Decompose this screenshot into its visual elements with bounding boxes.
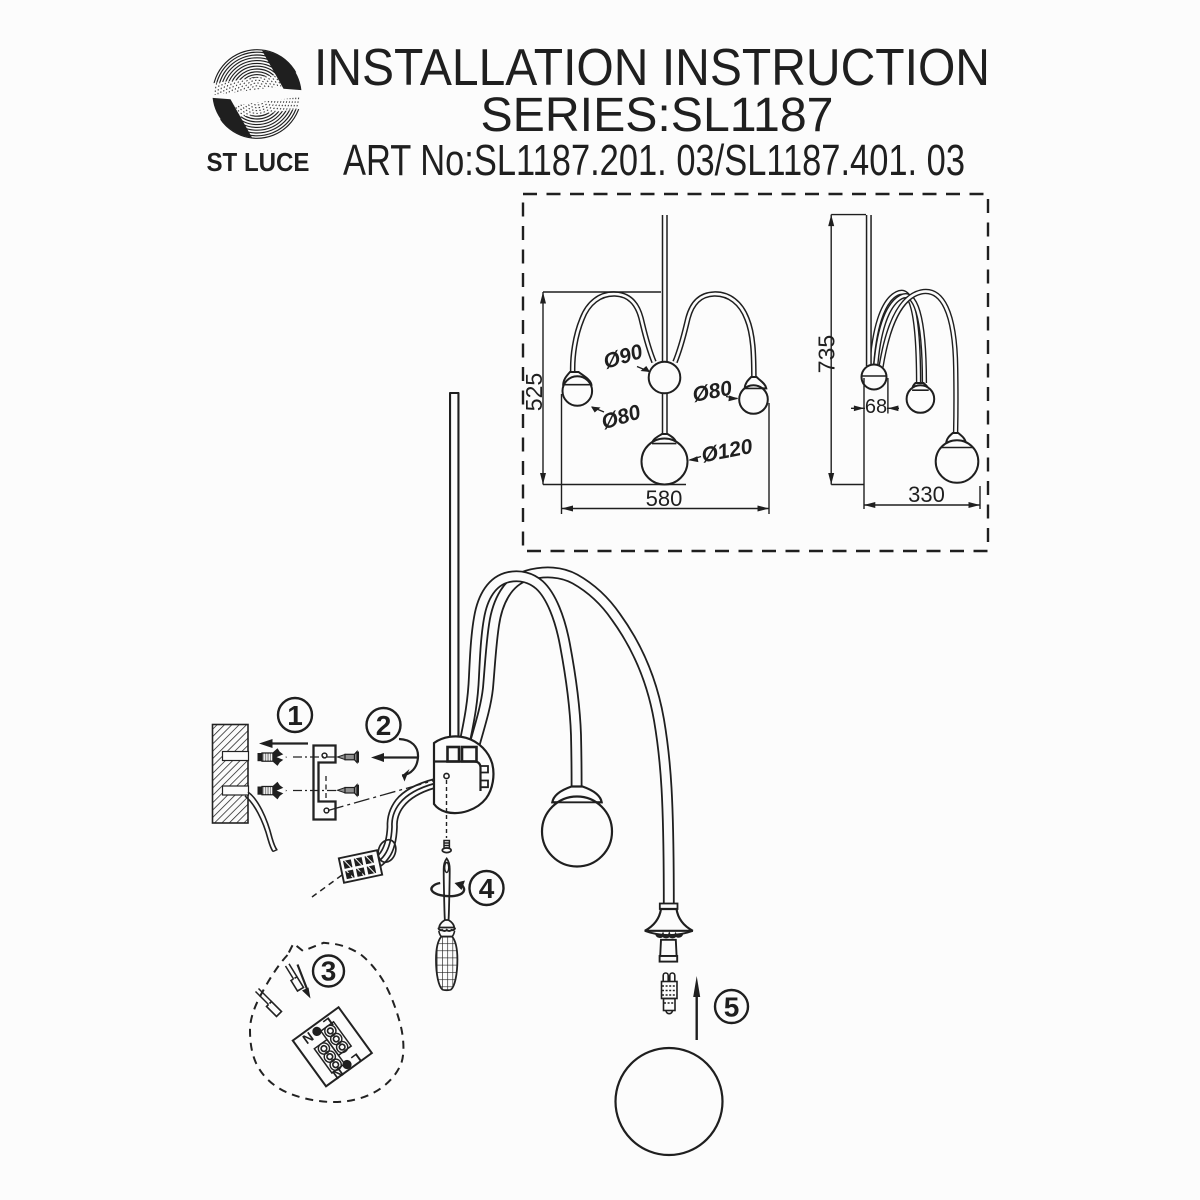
svg-text:735: 735: [814, 335, 840, 373]
svg-text:5: 5: [724, 992, 740, 1023]
svg-text:68: 68: [865, 396, 887, 418]
svg-text:INSTALLATION INSTRUCTION: INSTALLATION INSTRUCTION: [314, 39, 990, 97]
svg-text:3: 3: [321, 956, 337, 987]
svg-text:ST LUCE: ST LUCE: [207, 147, 310, 177]
svg-text:1: 1: [287, 700, 303, 731]
svg-text:330: 330: [908, 482, 945, 507]
svg-text:2: 2: [376, 710, 392, 741]
svg-text:580: 580: [646, 486, 683, 511]
svg-text:4: 4: [479, 873, 495, 904]
svg-text:SERIES:SL1187: SERIES:SL1187: [481, 89, 834, 142]
svg-text:ART No:SL1187.201. 03/SL1187.4: ART No:SL1187.201. 03/SL1187.401. 03: [343, 136, 965, 185]
svg-text:525: 525: [521, 373, 547, 411]
